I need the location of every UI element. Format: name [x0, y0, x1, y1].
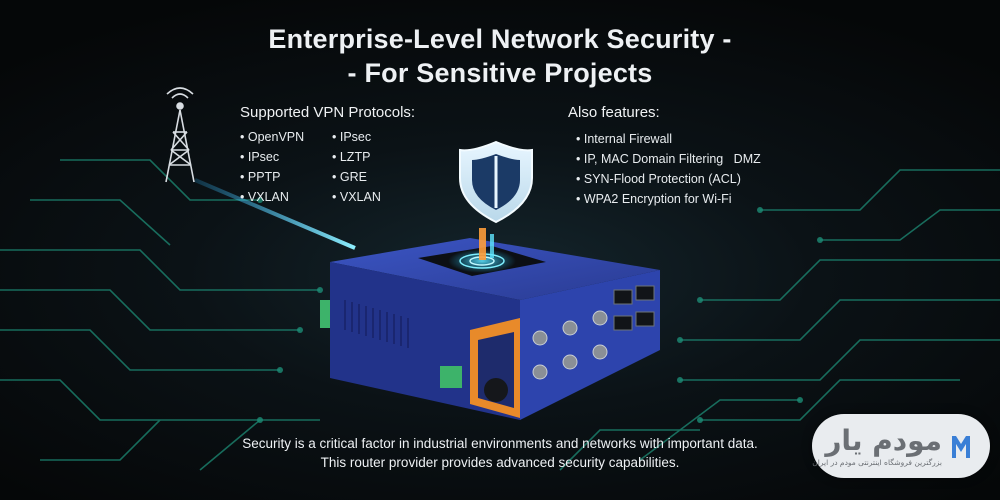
list-item: VXLAN [240, 189, 332, 206]
list-item: OpenVPN [240, 129, 332, 146]
list-item: IP, MAC Domain Filtering DMZ [568, 149, 808, 169]
vpn-protocols-panel: Supported VPN Protocols: OpenVPN IPsec I… [240, 104, 470, 206]
headline: Enterprise-Level Network Security - - Fo… [0, 22, 1000, 90]
modem-logo-icon: M [952, 436, 970, 458]
list-item: PPTP [240, 169, 332, 186]
data-beam [194, 178, 356, 250]
brand-name: مودم یار [825, 424, 942, 457]
vpn-heading: Supported VPN Protocols: [240, 104, 416, 121]
list-item: Internal Firewall [568, 129, 808, 149]
router-device [320, 228, 660, 420]
list-item: WPA2 Encryption for Wi-Fi [568, 189, 808, 209]
circuit-traces [0, 159, 1000, 471]
brand-tagline: بزرگترین فروشگاه اینترنتی مودم در ایران [812, 458, 942, 467]
features-panel: Also features: Internal Firewall IP, MAC… [568, 104, 808, 209]
description: Security is a critical factor in industr… [0, 434, 1000, 472]
features-heading: Also features: [568, 104, 660, 121]
list-item: IPsec [240, 149, 332, 166]
description-line-2: This router provider provides advanced s… [320, 455, 680, 470]
description-line-1: Security is a critical factor in industr… [242, 436, 758, 451]
cell-tower-icon [165, 87, 195, 183]
headline-line-1: Enterprise-Level Network Security - [268, 24, 732, 54]
list-item: SYN-Flood Protection (ACL) [568, 169, 808, 189]
list-item: GRE [332, 169, 424, 186]
list-item: LZTP [332, 149, 424, 166]
vpn-list: OpenVPN IPsec IPsec LZTP PPTP GRE VXLAN … [240, 129, 470, 206]
list-item: VXLAN [332, 189, 424, 206]
features-list: Internal Firewall IP, MAC Domain Filteri… [568, 129, 808, 209]
brand-logo[interactable]: مودم یار بزرگترین فروشگاه اینترنتی مودم … [812, 414, 990, 478]
headline-line-2: - For Sensitive Projects [347, 58, 653, 88]
list-item: IPsec [332, 129, 424, 146]
shield-icon [459, 140, 533, 224]
